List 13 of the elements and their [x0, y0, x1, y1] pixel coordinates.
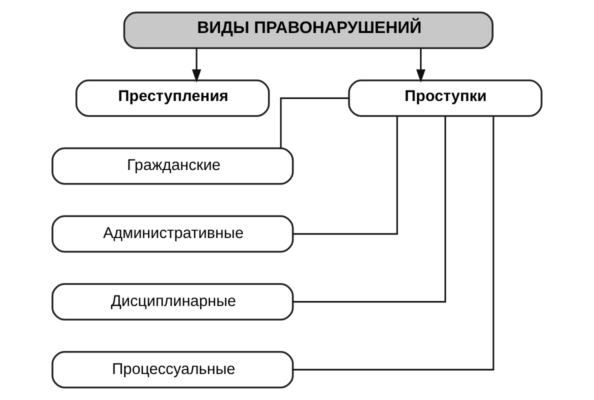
node-box: Процессуальные — [52, 351, 294, 388]
arrow — [192, 48, 202, 83]
connector — [293, 116, 446, 303]
node-box: Проступки — [348, 79, 542, 117]
connector — [293, 116, 494, 370]
connector — [293, 116, 398, 235]
node-box: Административные — [52, 215, 294, 253]
node-box: ВИДЫ ПРАВОНАРУШЕНИЙ — [123, 12, 494, 49]
arrow — [416, 48, 426, 83]
node-box: Дисциплинарные — [52, 283, 294, 321]
connector — [280, 97, 349, 148]
node-box: Преступления — [76, 79, 270, 117]
node-box: Гражданские — [52, 147, 294, 185]
